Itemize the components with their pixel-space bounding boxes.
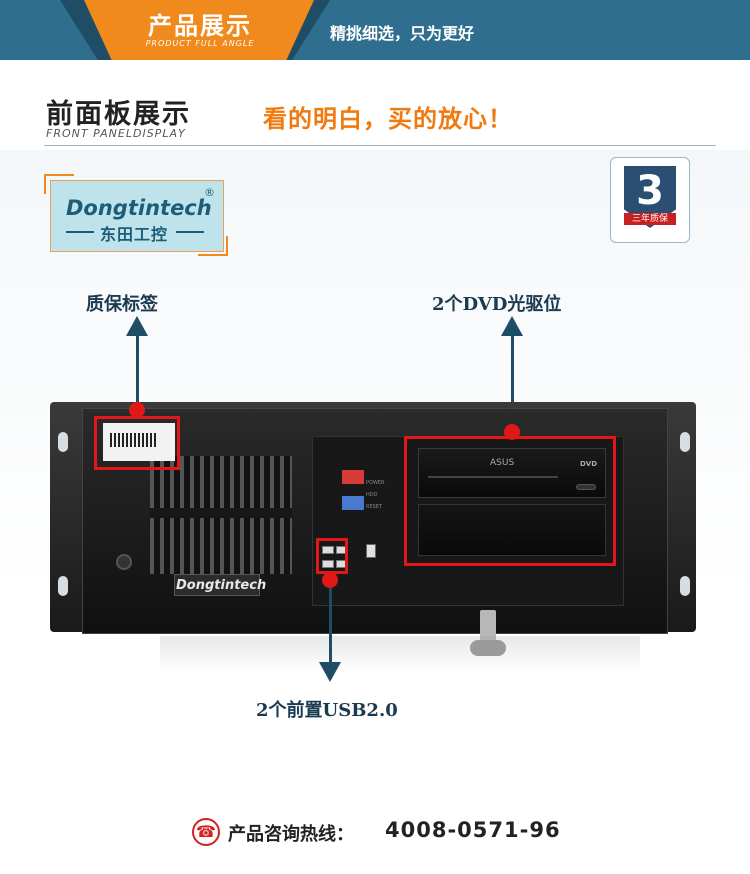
usb-port — [322, 560, 334, 568]
arrow-up-icon — [501, 316, 523, 336]
dvd-bay-empty — [418, 504, 606, 556]
callout-front-usb: 2个前置USB2.0 — [256, 700, 398, 721]
reset-led-label: RESET — [366, 504, 383, 510]
section-title: 前面板展示 — [46, 99, 191, 130]
callout-line — [511, 334, 514, 430]
highlight-dot — [322, 572, 338, 588]
power-knob — [116, 554, 132, 570]
key-icon — [470, 640, 506, 656]
dvd-eject-button — [576, 484, 596, 490]
callout-label-tag: 质保标签 — [86, 294, 158, 315]
highlight-label-tag — [94, 416, 180, 470]
highlight-dot — [504, 424, 520, 440]
highlight-dvd-bays — [404, 436, 616, 566]
rack-hole — [58, 432, 68, 452]
warranty-label: 三年质保 — [624, 213, 676, 225]
chassis-logo: Dongtintech — [176, 578, 267, 593]
callout-line — [136, 334, 139, 408]
section-subtitle: FRONT PANELDISPLAY — [46, 127, 186, 140]
dvd-tray-slot — [428, 476, 558, 478]
rack-hole — [680, 432, 690, 452]
logo-frame-corner — [44, 174, 74, 194]
arrow-up-icon — [126, 316, 148, 336]
highlight-front-usb — [316, 538, 348, 574]
dvd-logo: DVD — [580, 460, 598, 468]
usb-port — [322, 546, 334, 554]
registered-mark: ® — [204, 186, 215, 199]
barcode — [110, 433, 156, 447]
arrow-down-icon — [319, 662, 341, 682]
logo-frame-corner — [198, 236, 228, 256]
banner-slogan: 精挑细选，只为更好 — [330, 24, 475, 43]
chassis-logo-plate — [174, 574, 260, 596]
power-button — [342, 496, 364, 510]
banner-title: 产品展示 — [148, 12, 252, 40]
hdd-led-label: HDD — [366, 492, 378, 498]
hotline-number[interactable]: 4008-0571-96 — [385, 818, 561, 842]
highlight-dot — [129, 402, 145, 418]
phone-icon: ☎ — [192, 818, 220, 846]
rocker-switch — [366, 544, 376, 558]
banner-subtitle: PRODUCT FULL ANGLE — [145, 39, 255, 48]
section-divider — [44, 145, 716, 146]
vent-divider — [150, 508, 292, 518]
chassis-reflection — [160, 636, 640, 672]
hotline-label: 产品咨询热线： — [228, 824, 354, 845]
logo-dash — [176, 231, 204, 233]
dvd-drive — [418, 448, 606, 498]
brand-logo-text: Dongtintech — [66, 196, 212, 220]
brand-logo-box — [50, 180, 224, 252]
banner-tab — [84, 0, 314, 60]
dvd-brand: ASUS — [490, 458, 515, 468]
rack-hole — [680, 576, 690, 596]
power-led-label: POWER — [366, 480, 385, 486]
reset-button — [342, 470, 364, 484]
section-slogan: 看的明白，买的放心！ — [263, 105, 513, 133]
rack-hole — [58, 576, 68, 596]
brand-logo-cn: 东田工控 — [100, 225, 169, 244]
logo-dash — [66, 231, 94, 233]
warranty-years: 3 — [636, 168, 664, 214]
callout-dvd-bays: 2个DVD光驱位 — [432, 294, 562, 315]
callout-line — [329, 588, 332, 664]
